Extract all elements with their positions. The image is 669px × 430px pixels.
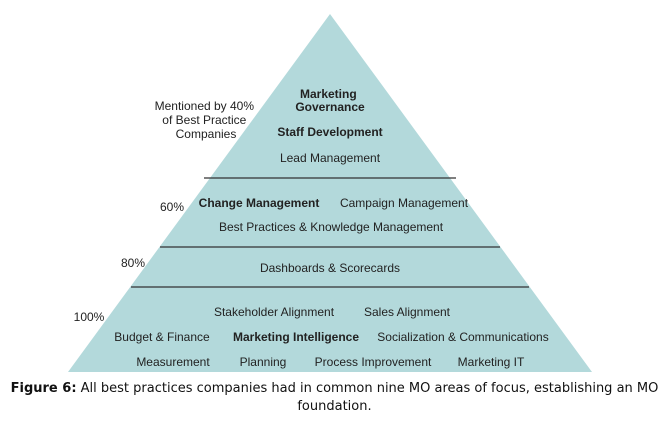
tier-4-item-process-improvement: Process Improvement [315,355,432,369]
tier-4-item-socialization: Socialization & Communications [377,330,548,344]
tier-1-share-line-3: Companies [176,127,237,141]
tier-1-item-1-line-1: Marketing [300,87,357,101]
tier-2-item-change-management: Change Management [199,196,320,210]
tier-2-item-best-practices: Best Practices & Knowledge Management [219,220,444,234]
tier-1-item-staff-development: Staff Development [277,125,382,139]
tier-4-share-label: 100% [74,310,105,324]
tier-4-item-planning: Planning [240,355,287,369]
figure-caption: Figure 6: All best practices companies h… [0,380,669,416]
tier-1-item-marketing-governance: Marketing Governance [295,87,365,114]
tier-4-item-marketing-intelligence: Marketing Intelligence [233,330,359,344]
tier-4-item-measurement: Measurement [136,355,210,369]
tier-2-item-campaign-management: Campaign Management [340,196,469,210]
tier-3-item-dashboards: Dashboards & Scorecards [260,261,400,275]
tier-1-share-line-2: of Best Practice [162,113,246,127]
pyramid-shape [68,14,592,372]
tier-4-item-sales-alignment: Sales Alignment [364,305,451,319]
tier-4-item-budget-finance: Budget & Finance [114,330,210,344]
tier-1-item-lead-management: Lead Management [280,151,381,165]
tier-2-share-label: 60% [160,200,184,214]
tier-4-item-stakeholder-alignment: Stakeholder Alignment [214,305,335,319]
tier-1-share-line-1: Mentioned by 40% [155,99,255,113]
caption-label: Figure 6: [10,381,77,396]
tier-3-share-label: 80% [121,256,145,270]
tier-1-item-1-line-2: Governance [295,100,365,114]
pyramid-svg: Mentioned by 40% of Best Practice Compan… [68,14,592,372]
tier-4-item-marketing-it: Marketing IT [458,355,525,369]
caption-text: All best practices companies had in comm… [76,381,659,414]
tier-1-share-label: Mentioned by 40% of Best Practice Compan… [155,99,258,141]
